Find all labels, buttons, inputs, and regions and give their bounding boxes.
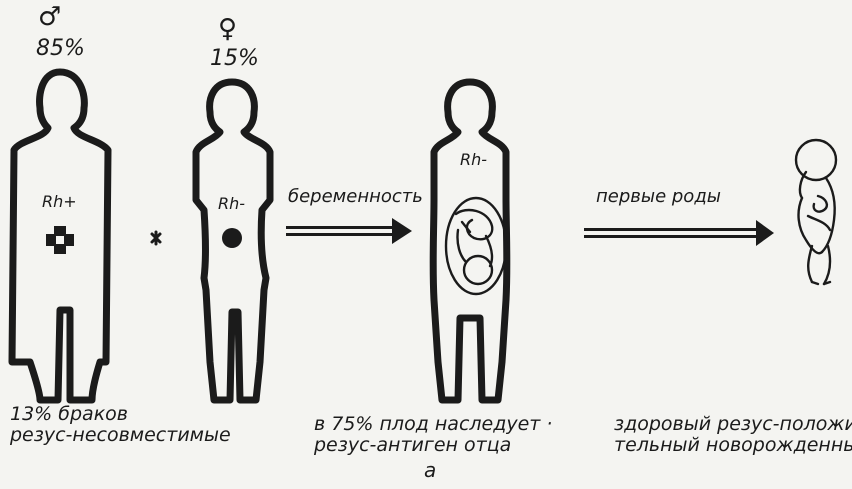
- newborn-icon: [796, 140, 836, 284]
- female-symbol: ♀: [218, 14, 237, 44]
- caption-middle-line-1: в 75% плод наследует ·: [314, 414, 552, 435]
- multiply-icon: [152, 232, 160, 244]
- pregnant-silhouette: [433, 82, 507, 400]
- fetus-icon: [446, 198, 506, 294]
- caption-middle-line-2: резус-антиген отца: [314, 435, 552, 456]
- caption-middle: в 75% плод наследует · резус-антиген отц…: [314, 414, 552, 456]
- arrow-first-birth: [584, 220, 774, 246]
- caption-right-line-1: здоровый резус-положи-: [614, 414, 852, 435]
- caption-left-line-2: резус-несовместимые: [10, 425, 231, 446]
- male-rh-label: Rh+: [42, 192, 77, 211]
- pregnant-rh-label: Rh-: [460, 150, 487, 169]
- arrow-birth-label: первые роды: [596, 186, 721, 207]
- male-percent: 85%: [36, 36, 85, 61]
- caption-left-line-1: 13% браков: [10, 404, 231, 425]
- caption-right: здоровый резус-положи- тельный новорожде…: [614, 414, 852, 456]
- arrow-pregnancy-label: беременность: [288, 186, 423, 207]
- rh-positive-cross-icon: [46, 226, 74, 254]
- male-symbol: ♂: [38, 2, 61, 32]
- caption-left: 13% браков резус-несовместимые: [10, 404, 231, 446]
- rh-negative-dot-icon: [222, 228, 242, 248]
- arrow-pregnancy: [286, 218, 412, 244]
- sublabel: а: [424, 458, 436, 482]
- caption-right-line-2: тельный новорожденный: [614, 435, 852, 456]
- female-percent: 15%: [210, 46, 259, 71]
- female-rh-label: Rh-: [218, 194, 245, 213]
